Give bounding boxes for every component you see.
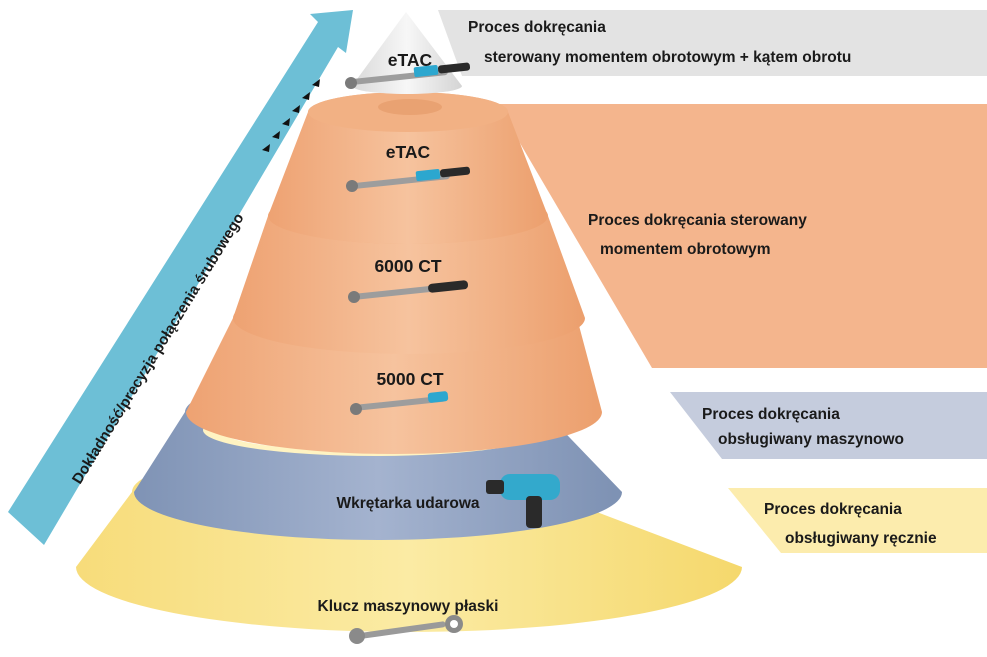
- torque-wrench-6000ct-head: [348, 291, 360, 303]
- process-band-machine-line2: obsługiwany maszynowo: [718, 431, 904, 448]
- flat-wrench-handle: [360, 621, 446, 639]
- level-etac-torque: eTAC: [268, 92, 548, 244]
- etac-torque-wrench-grip: [439, 166, 471, 178]
- chevron-up-icon: [262, 144, 270, 152]
- torque-wrench-6000ct-grip: [428, 280, 469, 293]
- torque-wrench-5000ct-grip: [427, 391, 449, 403]
- process-band-machine-line1: Proces dokręcania: [702, 406, 840, 423]
- chevron-up-icon: [302, 92, 310, 100]
- impact-wrench-body: [500, 474, 560, 500]
- process-band-manual-bg: [728, 488, 987, 553]
- flat-wrench-eye: [450, 620, 458, 628]
- etac-torque-wrench-display: [415, 168, 441, 182]
- tool-label-etac-angle: eTAC: [388, 50, 433, 70]
- impact-wrench-nose: [486, 480, 504, 494]
- torque-wrench-5000ct-shaft: [358, 395, 446, 411]
- process-band-machine-bg: [670, 392, 987, 459]
- process-band-precision-bg: [438, 10, 987, 76]
- torque-wrench-5000ct-icon: [350, 391, 449, 415]
- torque-wrench-6000ct-icon: [348, 280, 469, 303]
- process-band-precision-line1: Proces dokręcania: [468, 19, 606, 36]
- process-band-precision-line2: sterowany momentem obrotowym + kątem obr…: [484, 49, 851, 66]
- precision-arrow-chevrons: [262, 79, 320, 152]
- tool-label-6000ct: 6000 CT: [374, 256, 441, 276]
- level-etac-angle: eTAC: [345, 12, 471, 94]
- process-band-precision: Proces dokręcania sterowany momentem obr…: [438, 10, 987, 76]
- torque-wrench-5000ct-head: [350, 403, 362, 415]
- chevron-up-icon: [312, 79, 320, 87]
- process-band-torque-line2: momentem obrotowym: [600, 241, 771, 258]
- chevron-up-icon: [282, 118, 290, 126]
- etac-angle-wrench-head: [345, 77, 357, 89]
- process-band-manual-line2: obsługiwany ręcznie: [785, 530, 937, 547]
- impact-wrench-icon: [486, 474, 560, 528]
- process-band-machine: Proces dokręcania obsługiwany maszynowo: [670, 392, 987, 459]
- etac-angle-wrench-display: [413, 64, 439, 78]
- tool-label-flat-wrench: Klucz maszynowy płaski: [318, 598, 499, 615]
- flat-wrench-head-left: [349, 628, 365, 644]
- process-band-torque-line1: Proces dokręcania sterowany: [588, 212, 807, 229]
- precision-arrow-shape: [8, 10, 353, 545]
- flat-wrench-icon: [349, 615, 463, 644]
- torque-wrench-6000ct-shaft: [356, 284, 446, 300]
- chevron-up-icon: [292, 105, 300, 113]
- etac-angle-wrench-icon: [345, 62, 471, 89]
- tool-label-impact-wrench: Wkrętarka udarowa: [337, 495, 480, 512]
- process-band-torque-bg: [497, 104, 987, 368]
- etac-angle-wrench-grip: [437, 62, 471, 74]
- tool-label-etac-torque: eTAC: [386, 142, 431, 162]
- etac-torque-wrench-head: [346, 180, 358, 192]
- level-etac-torque-ring: [268, 92, 548, 244]
- etac-torque-wrench-icon: [346, 166, 471, 192]
- chevron-up-icon: [272, 131, 280, 139]
- process-band-manual: Proces dokręcania obsługiwany ręcznie: [728, 488, 987, 553]
- tool-label-5000ct: 5000 CT: [376, 369, 443, 389]
- level-etac-torque-hole: [378, 99, 442, 115]
- process-band-torque: Proces dokręcania sterowany momentem obr…: [497, 104, 987, 368]
- process-band-manual-line1: Proces dokręcania: [764, 501, 902, 518]
- impact-wrench-grip: [526, 496, 542, 528]
